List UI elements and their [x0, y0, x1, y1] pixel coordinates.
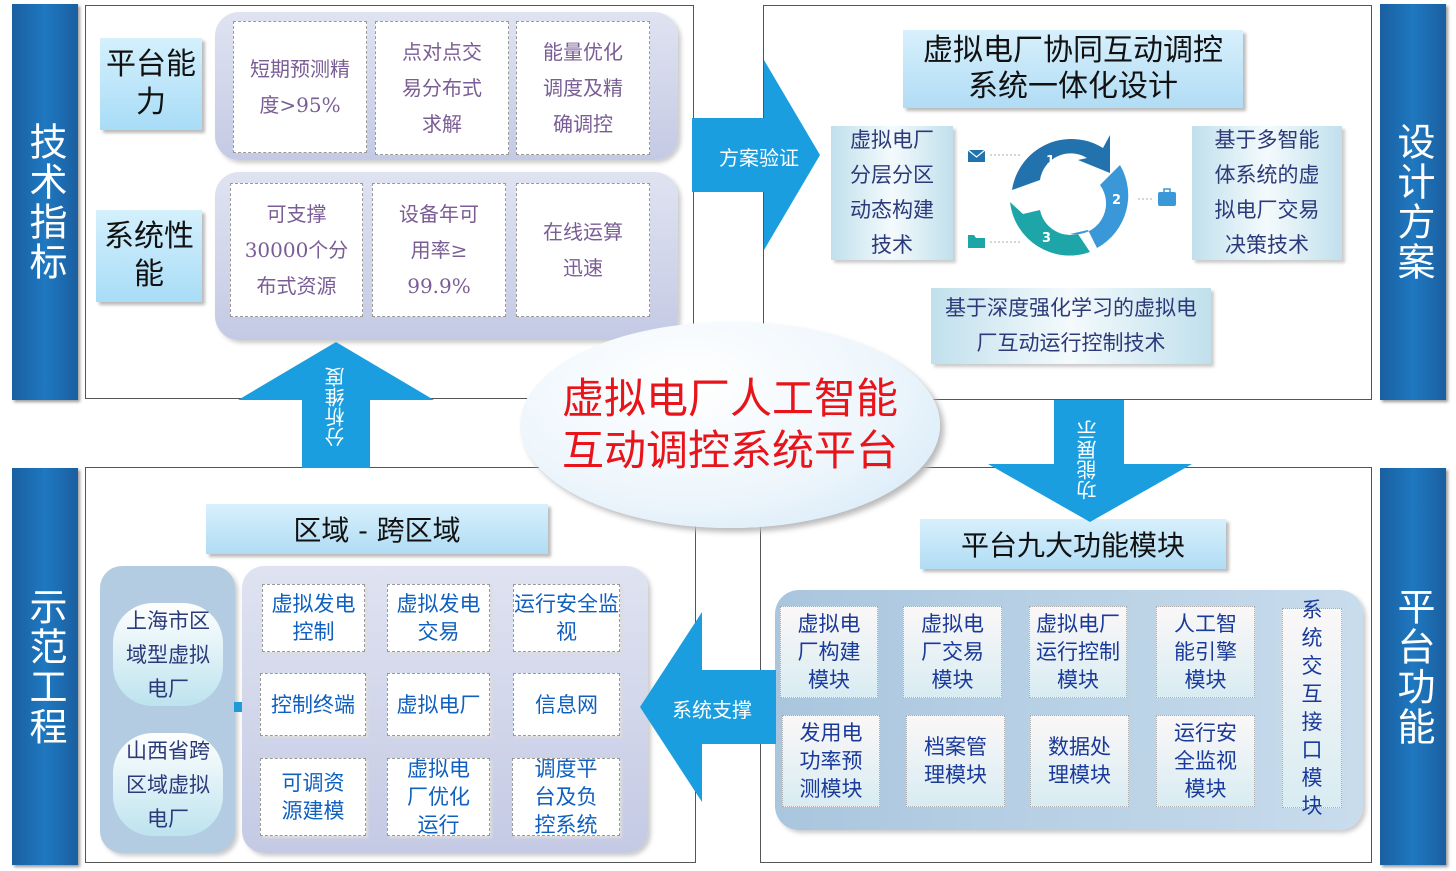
platform-capability-label: 平台能力 — [100, 38, 202, 130]
demo-item: 调度平台及负控系统 — [512, 757, 620, 837]
module-item: 虚拟电厂构建模块 — [780, 606, 878, 698]
site-shanxi: 山西省跨区域虚拟电厂 — [113, 733, 223, 836]
modules-title: 平台九大功能模块 — [920, 519, 1226, 569]
arrow-down-label: 功能展示 — [1076, 420, 1100, 500]
performance-item: 设备年可用率≥ 99.9% — [372, 183, 506, 317]
demo-item: 信息网 — [513, 673, 620, 736]
cycle-segment-3 — [1010, 202, 1090, 256]
cycle-segment-1 — [1012, 135, 1110, 190]
module-item: 虚拟电厂运行控制模块 — [1029, 606, 1127, 698]
arrow-right — [692, 60, 820, 250]
arrow-right-label: 方案验证 — [719, 146, 799, 170]
module-item: 数据处理模块 — [1030, 715, 1129, 807]
cycle-diagram: 1 2 3 — [967, 135, 1176, 256]
folder-icon — [968, 235, 985, 248]
design-left-tech: 虚拟电厂分层分区动态构建技术 — [831, 126, 953, 260]
demo-item: 虚拟发电控制 — [262, 584, 365, 652]
central-title-line2: 互动调控系统平台 — [561, 426, 898, 475]
platform-function-bar: 平台功能 — [1380, 468, 1446, 865]
demo-item: 虚拟电厂 — [387, 673, 490, 736]
arrow-down — [988, 400, 1192, 522]
demo-item: 控制终端 — [260, 673, 366, 736]
demo-item: 可调资源建模 — [260, 758, 366, 836]
platform-item: 短期预测精度>95% — [233, 21, 367, 153]
design-bottom-tech: 基于深度强化学习的虚拟电厂互动运行控制技术 — [931, 288, 1211, 364]
cycle-label: 2 — [1112, 193, 1121, 208]
arrow-up-label: 分析维度 — [324, 367, 348, 448]
central-platform: 虚拟电厂人工智能 互动调控系统平台 — [520, 322, 940, 528]
cycle-label: 1 — [1046, 154, 1055, 169]
demo-item: 虚拟电厂优化运行 — [387, 757, 490, 837]
cycle-segment-2 — [1070, 165, 1129, 248]
module-item: 档案管理模块 — [906, 715, 1005, 807]
performance-item: 在线运算迅速 — [516, 183, 650, 317]
performance-item: 可支撑30000个分布式资源 — [230, 183, 363, 317]
demo-item: 虚拟发电交易 — [387, 584, 490, 652]
briefcase-icon — [1158, 188, 1176, 206]
demo-title: 区域 - 跨区域 — [206, 504, 548, 554]
central-title-line1: 虚拟电厂人工智能 — [561, 374, 898, 423]
tech-indicators-bar: 技术指标 — [12, 4, 78, 400]
arrow-left-label: 系统支撑 — [672, 698, 752, 722]
design-plan-bar: 设计方案 — [1380, 4, 1446, 400]
design-title: 虚拟电厂协同互动调控系统一体化设计 — [903, 30, 1243, 108]
module-item: 运行安全监视模块 — [1156, 715, 1255, 807]
arrow-left — [640, 612, 776, 802]
design-right-tech: 基于多智能体系统的虚拟电厂交易决策技术 — [1192, 126, 1342, 260]
system-performance-label: 系统性能 — [96, 210, 202, 302]
mail-icon — [967, 149, 986, 162]
demo-project-bar: 示范工程 — [12, 468, 78, 865]
module-item: 人工智能引擎模块 — [1156, 606, 1255, 698]
module-item: 虚拟电厂交易模块 — [903, 606, 1002, 698]
module-interface: 系统交互接口模块 — [1282, 598, 1342, 818]
site-shanghai: 上海市区域型虚拟电厂 — [113, 603, 223, 706]
cycle-label: 3 — [1042, 231, 1051, 246]
module-item: 发用电功率预测模块 — [782, 715, 880, 807]
demo-item: 运行安全监视 — [513, 584, 620, 652]
arrow-up — [238, 342, 434, 468]
platform-item: 能量优化调度及精确调控 — [516, 21, 650, 155]
platform-item: 点对点交易分布式求解 — [375, 21, 509, 155]
